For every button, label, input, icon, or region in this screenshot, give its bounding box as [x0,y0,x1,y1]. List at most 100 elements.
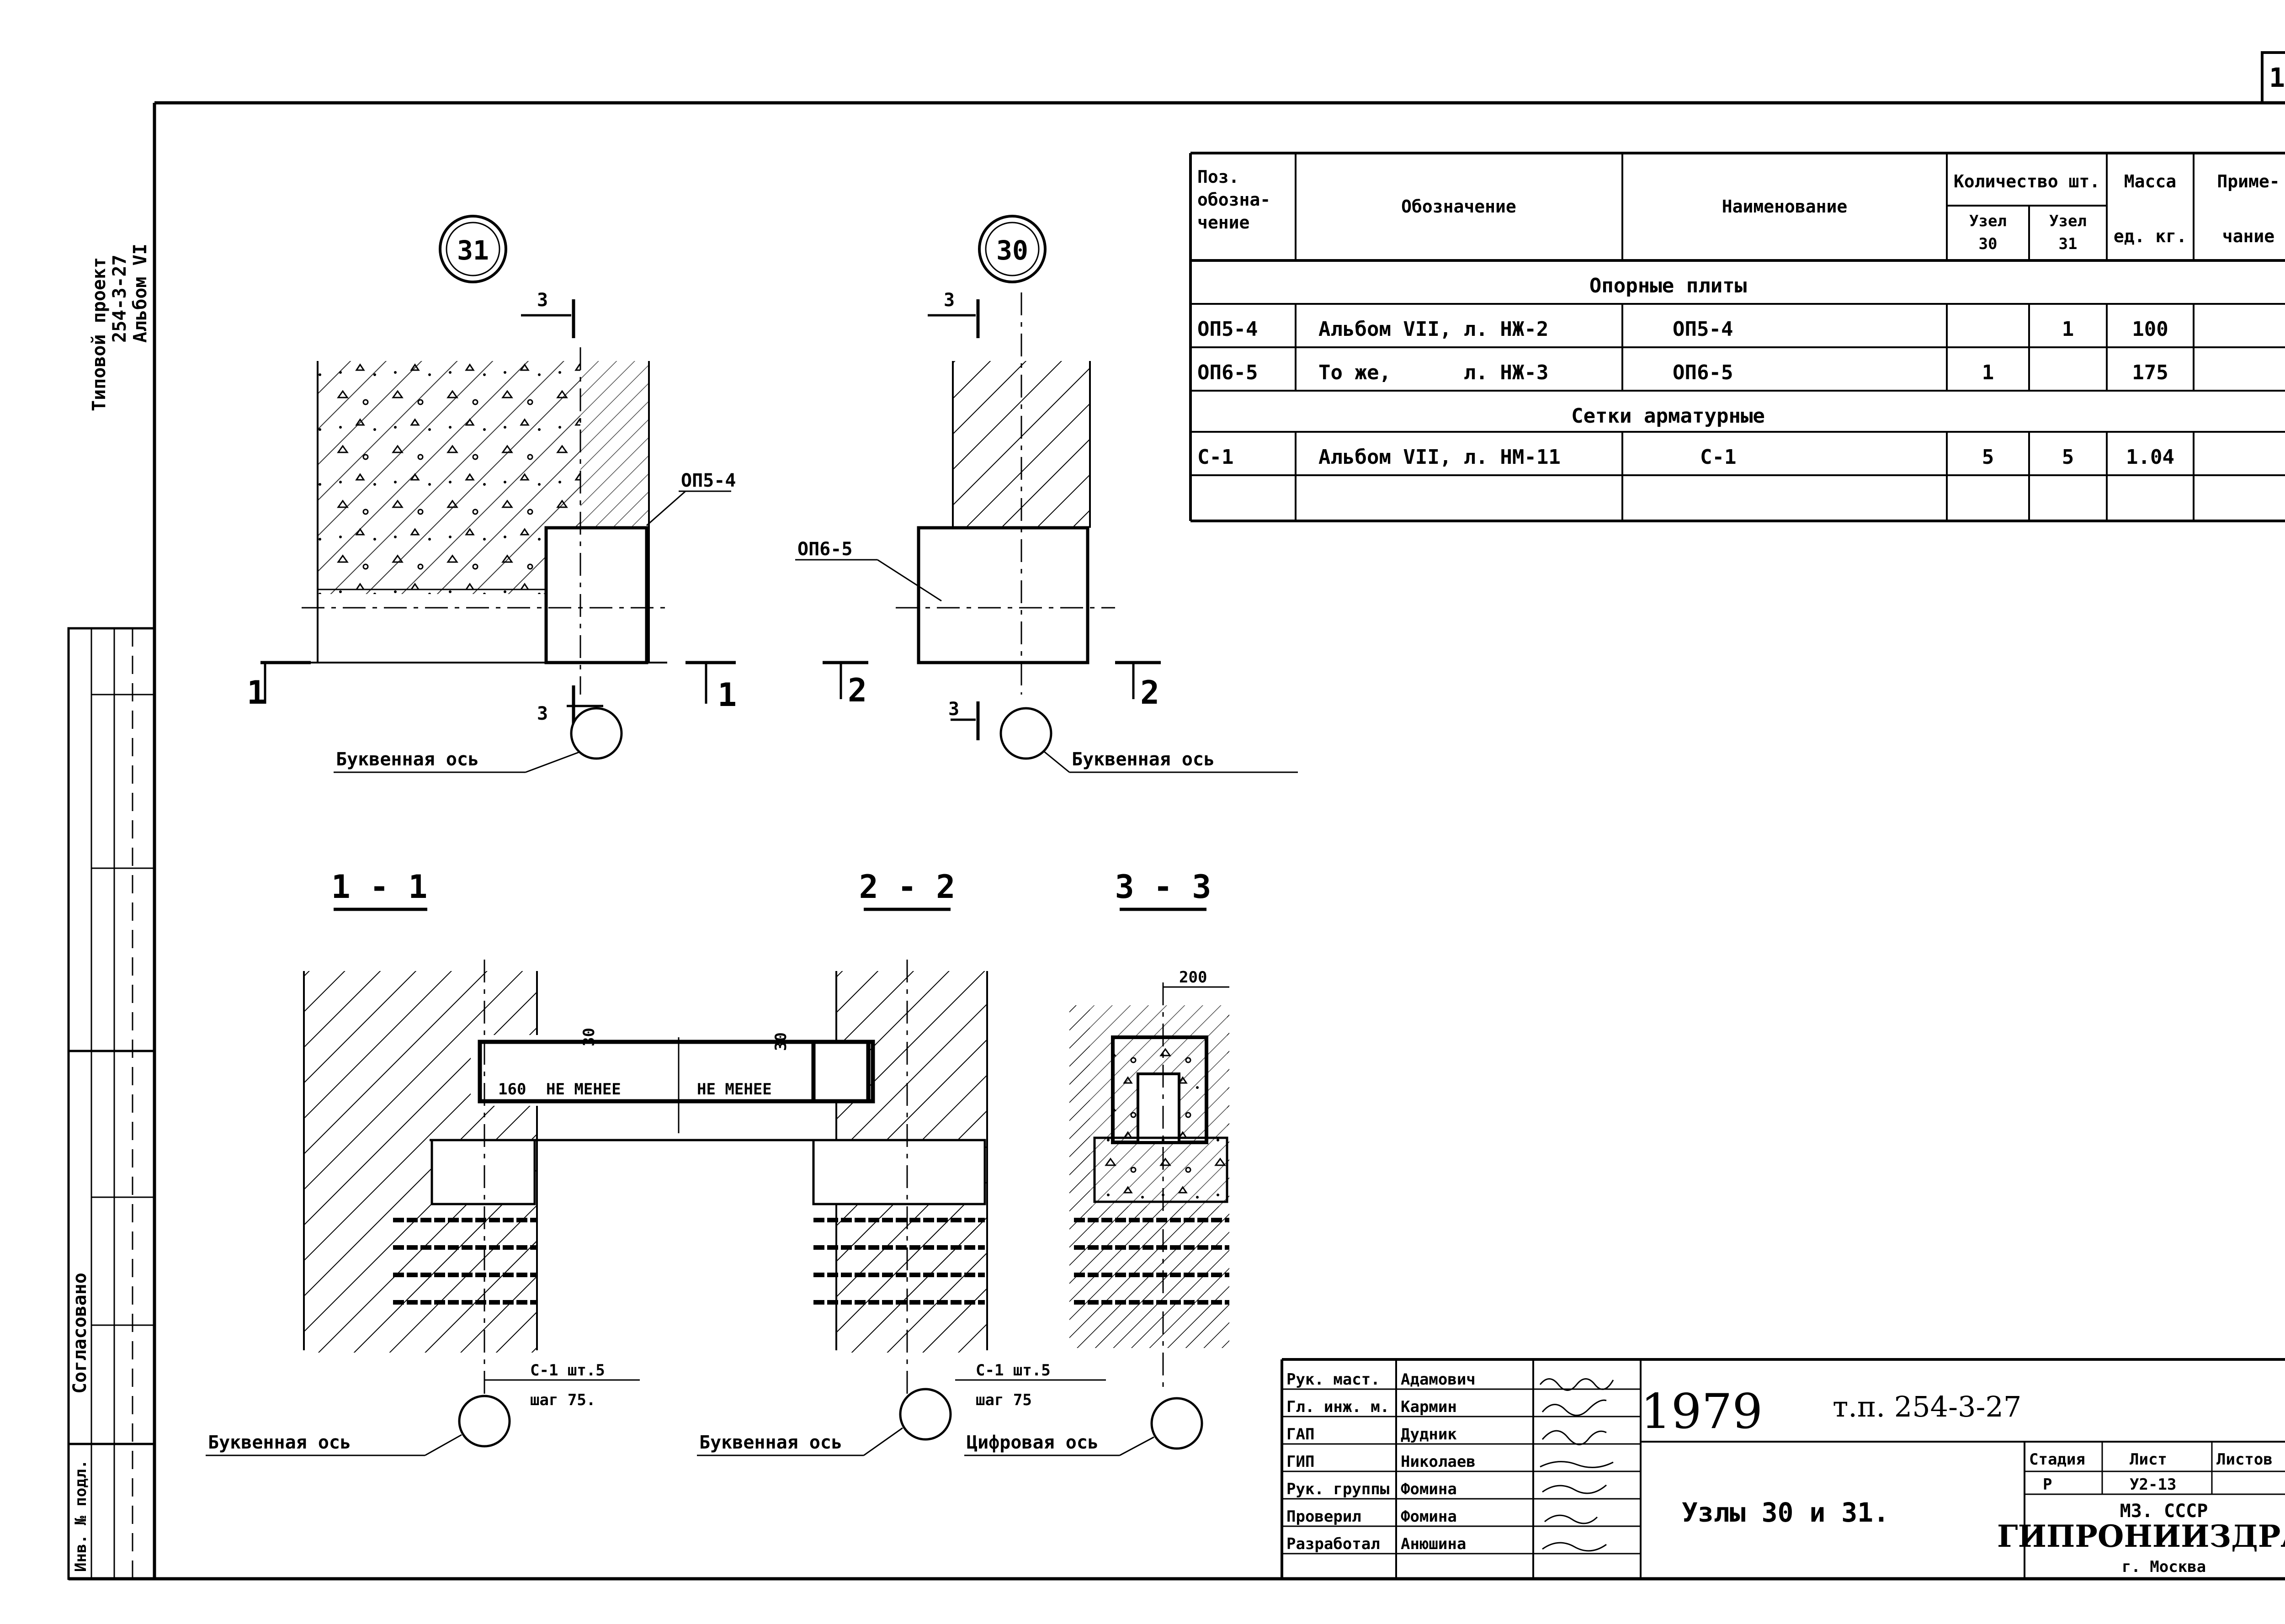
mesh-layers-1 [393,1218,537,1305]
stage-value: Р [2043,1475,2052,1494]
role-4: Рук. группы [1286,1480,1389,1498]
sheet-frame [69,101,2285,1581]
row1-pos: ОП5-4 [1197,318,1258,341]
node-31-plan: 31 ОП5-4 3 3 1 1 Буквенная ось [247,215,737,773]
org-city: г. Москва [2122,1558,2206,1576]
node-30-label: 30 [996,235,1028,266]
hdr-pos-3: чение [1197,212,1249,233]
row3-mass: 1.04 [2126,446,2174,469]
op5-4-callout: ОП5-4 [681,470,736,491]
page-number: 17 [2269,62,2285,93]
row3-q30: 5 [1982,446,1994,469]
mesh-callout-1b: шаг 75. [530,1391,595,1409]
mesh-callout-1a: С-1 шт.5 [530,1361,605,1380]
side-stamp-line1: Типовой проект [89,257,110,411]
hdr-qty: Количество шт. [1954,171,2100,191]
hdr-qty30-1: Узел [1969,212,2007,230]
section-3-3-title: 3 - 3 [1115,868,1212,906]
row1-q31: 1 [2062,318,2074,341]
row3-doc: Альбом VII, л. НМ-11 [1318,446,1561,469]
section-3-bottom-left: 3 [537,703,548,724]
section-1-right: 1 [717,676,737,714]
hdr-pos-2: обозна- [1197,190,1270,210]
mesh-callout-2a: С-1 шт.5 [976,1361,1051,1380]
page-number-box: 17 [2261,51,2285,104]
side-stamp: Типовой проект 254-3-27 Альбом VI [89,244,151,411]
row2-pos: ОП6-5 [1197,361,1258,384]
spec-table: Поз. обозна- чение Обозначение Наименова… [1189,152,2285,522]
role-0: Рук. маст. [1286,1370,1380,1389]
sheet-label: Лист [2130,1450,2167,1469]
section-3-top-left: 3 [537,290,548,311]
dim-200: 200 [1179,968,1207,987]
group-support-plates: Опорные плиты [1589,274,1747,297]
section-3-top-right: 3 [944,290,955,311]
role-1: Гл. инж. м. [1286,1398,1389,1416]
op6-5-callout: ОП6-5 [797,539,852,560]
node-30-plan: 30 ОП6-5 3 3 2 2 Буквенная ось [795,215,1298,773]
person-5: Фомина [1401,1507,1457,1526]
hdr-note-2: чание [2222,226,2274,246]
hdr-mass-2: ед. кг. [2114,226,2187,246]
hdr-qty31-2: 31 [2059,235,2078,253]
inventory-label: Инв. № подл. [72,1459,90,1572]
person-6: Анюшина [1401,1535,1466,1553]
not-less-than-right: НЕ МЕНЕЕ [697,1080,772,1099]
section-3-3: 3 - 3 200 Цифровая ось [964,868,1229,1456]
section-2-2: 2 - 2 С-1 шт.5 шаг 75 Буквенная ось [697,868,1106,1456]
dim-160-left: 160 [498,1080,526,1099]
section-1-1: 1 - 1 160 НЕ МЕНЕЕ НЕ МЕНЕЕ 160 30 30 С-… [206,868,877,1456]
role-2: ГАП [1286,1425,1314,1444]
role-6: Разработал [1286,1535,1380,1553]
section-2-2-title: 2 - 2 [859,868,956,906]
section-1-1-title: 1 - 1 [331,868,428,906]
year-label: 1979 [1641,1384,1763,1439]
dim-30-left: 30 [580,1028,598,1046]
hdr-designation: Обозначение [1401,196,1516,217]
section-2-left: 2 [848,672,867,709]
digit-axis-label: Цифровая ось [967,1432,1099,1453]
letter-axis-label-2: Буквенная ось [1072,749,1215,770]
mesh-layers-2 [813,1218,985,1305]
group-rebar-meshes: Сетки арматурные [1571,404,1765,428]
node-31-label: 31 [457,235,489,266]
left-approval-strip: Согласовано Инв. № подл. [67,627,156,1580]
hdr-qty30-2: 30 [1979,235,1998,253]
hdr-qty31-1: Узел [2049,212,2087,230]
hdr-pos-1: Поз. [1197,167,1239,187]
not-less-than-left: НЕ МЕНЕЕ [546,1080,621,1099]
agreed-label: Согласовано [69,1273,90,1394]
letter-axis-label-3: Буквенная ось [208,1432,351,1453]
dim-30-right: 30 [772,1032,790,1051]
row2-name: ОП6-5 [1673,361,1733,384]
role-5: Проверил [1286,1507,1361,1526]
role-3: ГИП [1286,1453,1314,1471]
mesh-callout-2b: шаг 75 [976,1391,1032,1409]
section-3-bottom-right: 3 [948,699,959,720]
row1-doc: Альбом VII, л. НЖ-2 [1318,318,1548,341]
side-stamp-line3: Альбом VI [130,244,151,343]
letter-axis-label-4: Буквенная ось [699,1432,842,1453]
row3-name: С-1 [1700,446,1736,469]
section-1-left: 1 [247,674,266,711]
hdr-name: Наименование [1722,196,1848,217]
row1-name: ОП5-4 [1673,318,1733,341]
stage-label: Стадия [2029,1450,2085,1469]
row3-q31: 5 [2062,446,2074,469]
signatures [1539,1378,1614,1552]
row3-pos: С-1 [1197,446,1233,469]
title-block: Рук. маст. Гл. инж. м. ГАП ГИП Рук. груп… [1281,1358,2285,1579]
section-2-right: 2 [1140,674,1159,711]
row1-mass: 100 [2132,318,2168,341]
project-code: т.п. 254-3-27 [1833,1390,2021,1423]
mesh-layers-3 [1074,1218,1229,1305]
row2-q30: 1 [1982,361,1994,384]
hdr-note-1: Приме- [2217,171,2280,191]
letter-axis-label-1: Буквенная ось [336,749,479,770]
person-2: Дудник [1401,1425,1457,1444]
row2-doc: То же, л. НЖ-3 [1318,361,1548,384]
hdr-mass-1: Масса [2124,171,2176,191]
sheet-title: Узлы 30 и 31. [1682,1497,1889,1528]
